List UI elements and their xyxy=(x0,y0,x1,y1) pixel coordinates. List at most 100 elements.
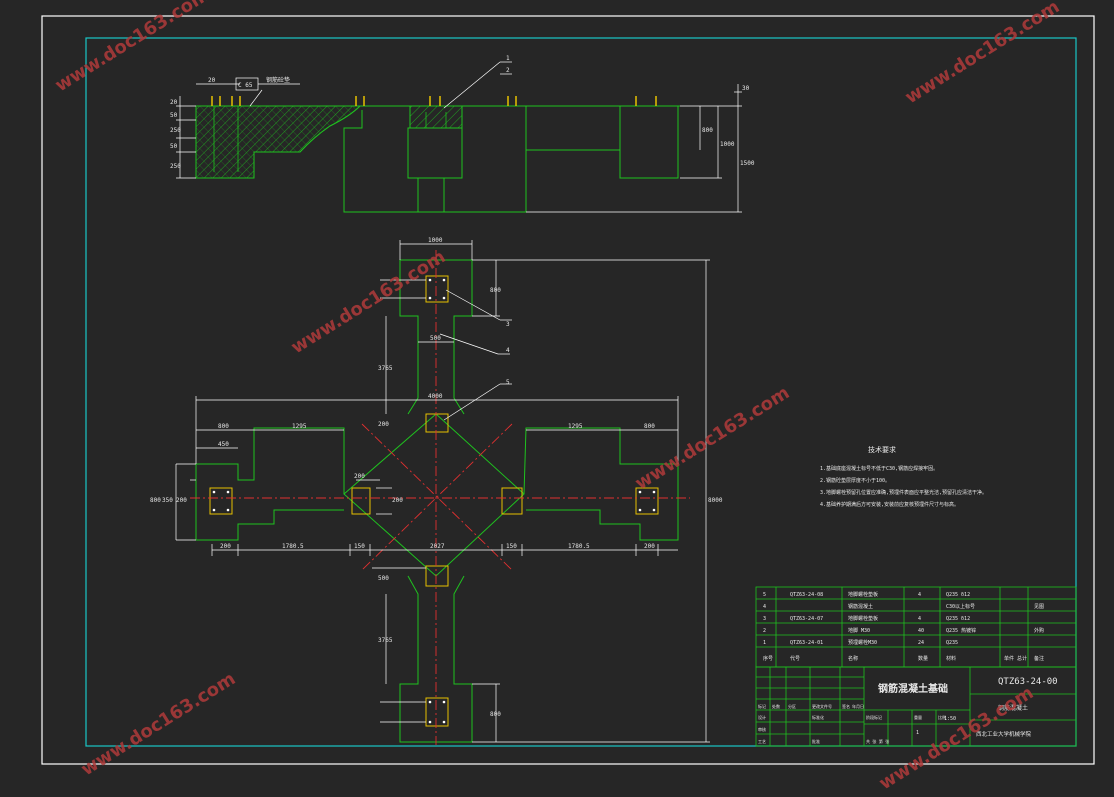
watermark-3: www.doc163.com xyxy=(288,246,450,358)
dim-lower-arm: 3765 xyxy=(378,637,393,644)
bom-header-code: 代号 xyxy=(790,655,800,662)
bom-cell-material: Q235 δ12 xyxy=(946,616,970,622)
drawing-subtitle: 钢筋混凝土 xyxy=(998,704,1028,712)
tb-label-2: 分区 xyxy=(788,703,796,709)
bom-header-mass: 单件 总计 xyxy=(1004,655,1027,662)
bom-cell-no: 3 xyxy=(763,616,766,622)
bom-cell-code: QTZ63-24-07 xyxy=(790,616,823,622)
scale: 1:50 xyxy=(944,716,956,722)
dim-bottom-height: 800 xyxy=(490,711,501,718)
dim-left-small: 450 xyxy=(218,441,229,448)
outer-frame xyxy=(41,15,1095,765)
bom-cell-qty: 4 xyxy=(918,592,921,598)
dim-right-0: 30 xyxy=(742,85,750,92)
callout-1: 1 xyxy=(506,55,510,62)
bom-cell-material: Q235 δ12 xyxy=(946,592,970,598)
tb-label-7: 标准化 xyxy=(812,714,824,720)
callout-2: 2 xyxy=(506,67,510,74)
callout-5: 5 xyxy=(506,379,510,386)
bom-cell-name: 地脚螺栓垫板 xyxy=(848,591,878,598)
tb-label-0: 标记 xyxy=(758,703,766,709)
dim-center-sq-h: 200 xyxy=(392,497,403,504)
watermark-4: www.doc163.com xyxy=(632,382,794,494)
dim-bottom-1: 200 xyxy=(220,543,231,550)
dim-mid-width: 4000 xyxy=(428,393,443,400)
bom-cell-material: Q235 xyxy=(946,640,958,646)
section-view xyxy=(195,96,680,213)
bom-cell-no: 5 xyxy=(763,592,766,598)
tb-label-14: 共 张 第 张 xyxy=(866,738,889,744)
plan-view xyxy=(195,259,679,743)
dim-right-3: 1500 xyxy=(740,160,755,167)
bom-cell-code: QTZ63-24-01 xyxy=(790,640,823,646)
dim-left-h2: 350 xyxy=(162,497,173,504)
dim-upper-arm: 3765 xyxy=(378,365,393,372)
tb-label-9: 工艺 xyxy=(758,739,766,744)
dim-side-h: 500 xyxy=(378,575,389,582)
bom-cell-name: 预埋螺栓M30 xyxy=(848,639,877,646)
dim-bottom-4: 2027 xyxy=(430,543,445,550)
tb-label-10: 批准 xyxy=(812,738,820,744)
dim-small-h: 200 xyxy=(378,421,389,428)
tb-label-12: 重量 xyxy=(914,714,922,720)
bom-cell-no: 1 xyxy=(763,640,766,646)
bom-cell-no: 4 xyxy=(763,604,766,610)
inner-frame xyxy=(85,37,1077,747)
bom-cell-note: 见图 xyxy=(1034,604,1044,610)
bom-header-qty: 数量 xyxy=(918,655,928,662)
dim-left-0: 20 xyxy=(170,99,178,106)
dim-left-b: 1295 xyxy=(292,423,307,430)
bom-cell-material: C30以上标号 xyxy=(946,603,975,610)
dim-left-a: 800 xyxy=(218,423,229,430)
bom-cell-qty: 4 xyxy=(918,616,921,622)
dim-left-4: 250 xyxy=(170,163,181,170)
dim-bottom-3: 150 xyxy=(354,543,365,550)
dim-left-h1: 800 xyxy=(150,497,161,504)
bom-header-name: 名称 xyxy=(848,655,858,662)
notes-line-3: 3.地脚螺栓预留孔位置应准确,预埋件表面应平整光洁,预留孔应清洁干净。 xyxy=(820,489,987,496)
watermark-6: www.doc163.com xyxy=(876,682,1038,794)
bom-cell-code: QTZ63-24-08 xyxy=(790,592,823,598)
bom-cell-qty: 24 xyxy=(918,640,924,646)
dim-right-a: 1295 xyxy=(568,423,583,430)
tb-label-13: 比例 xyxy=(938,714,946,720)
dim-bottom-2: 1780.5 xyxy=(282,543,304,550)
anchor-plates xyxy=(209,275,659,727)
callout-4: 4 xyxy=(506,347,510,354)
drawing-title: 钢筋混凝土基础 xyxy=(878,682,948,695)
notes-line-4: 4.基础养护期满后方可安装,安装前应复核预埋件尺寸与标高。 xyxy=(820,501,959,508)
dim-top-2: 钢筋砼垫 xyxy=(266,76,290,84)
tb-label-11: 阶段标记 xyxy=(866,714,882,720)
dim-overall-height: 8000 xyxy=(708,497,723,504)
bom-cell-qty: 40 xyxy=(918,628,924,634)
drawing-number: QTZ63-24-00 xyxy=(998,677,1058,687)
dim-left-1: 50 xyxy=(170,112,178,119)
hatched-pad-middle xyxy=(409,105,463,129)
dim-left-3: 50 xyxy=(170,143,178,150)
dim-center-sq: 200 xyxy=(354,473,365,480)
dim-top-height: 800 xyxy=(490,287,501,294)
tb-label-6: 设计 xyxy=(758,714,766,720)
centerlines xyxy=(190,250,690,745)
dim-right-2: 1000 xyxy=(720,141,735,148)
dim-left-2: 250 xyxy=(170,127,181,134)
dim-top-width: 1000 xyxy=(428,237,443,244)
dim-right-b: 800 xyxy=(644,423,655,430)
dim-neck: 500 xyxy=(430,335,441,342)
tb-label-3: 更改文件号 xyxy=(812,703,832,709)
dim-top-0: 20 xyxy=(208,77,216,84)
notes-line-2: 2.钢筋砼垫层厚度不小于100。 xyxy=(820,477,890,484)
bom-cell-name: 地脚 M30 xyxy=(848,627,870,634)
bom-cell-note: 外购 xyxy=(1034,627,1044,634)
tb-label-4: 签名 xyxy=(842,703,850,709)
bom-cell-no: 2 xyxy=(763,628,766,634)
title-block xyxy=(755,666,1077,747)
bom-header-no: 序号 xyxy=(763,655,773,662)
dim-bottom-6: 1780.5 xyxy=(568,543,590,550)
company-name: 西北工业大学机械学院 xyxy=(976,730,1032,738)
tb-label-1: 处数 xyxy=(772,703,780,709)
callout-3: 3 xyxy=(506,321,510,328)
bom-cell-name: 钢筋混凝土 xyxy=(848,603,873,610)
dim-top-1: C 65 xyxy=(238,82,253,89)
